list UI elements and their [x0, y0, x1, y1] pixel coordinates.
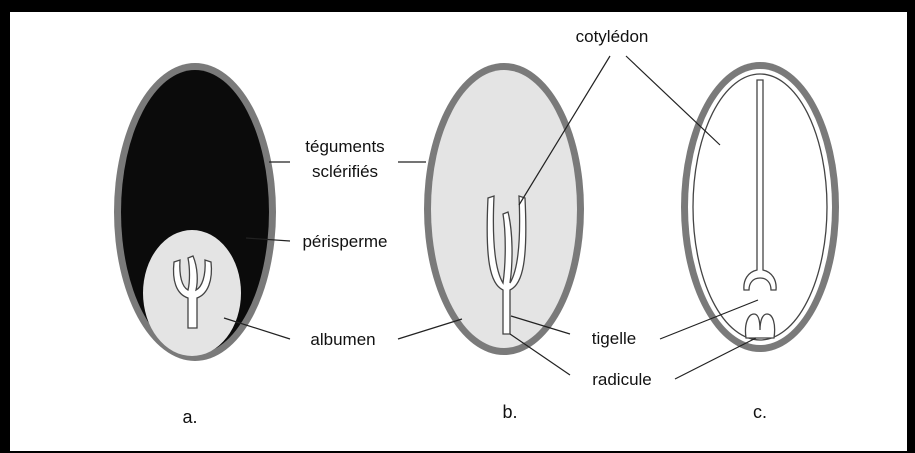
- label-radicule: radicule: [592, 370, 652, 389]
- leader-radicule-b: [510, 334, 570, 375]
- label-cotyledon: cotylédon: [576, 27, 649, 46]
- label-tigelle: tigelle: [592, 329, 636, 348]
- label-teguments-line2: sclérifiés: [312, 162, 378, 181]
- caption-c: c.: [753, 402, 767, 422]
- leader-albumen-b: [398, 319, 462, 339]
- seed-a: [114, 63, 276, 361]
- caption-a: a.: [182, 407, 197, 427]
- leader-radicule-c: [675, 338, 756, 379]
- caption-b: b.: [502, 402, 517, 422]
- leader-cotyledon-c: [626, 56, 720, 145]
- label-albumen: albumen: [310, 330, 375, 349]
- label-teguments-line1: téguments: [305, 137, 384, 156]
- seed-c: [681, 62, 839, 352]
- seed-b: [424, 63, 584, 355]
- label-perisperme: périsperme: [302, 232, 387, 251]
